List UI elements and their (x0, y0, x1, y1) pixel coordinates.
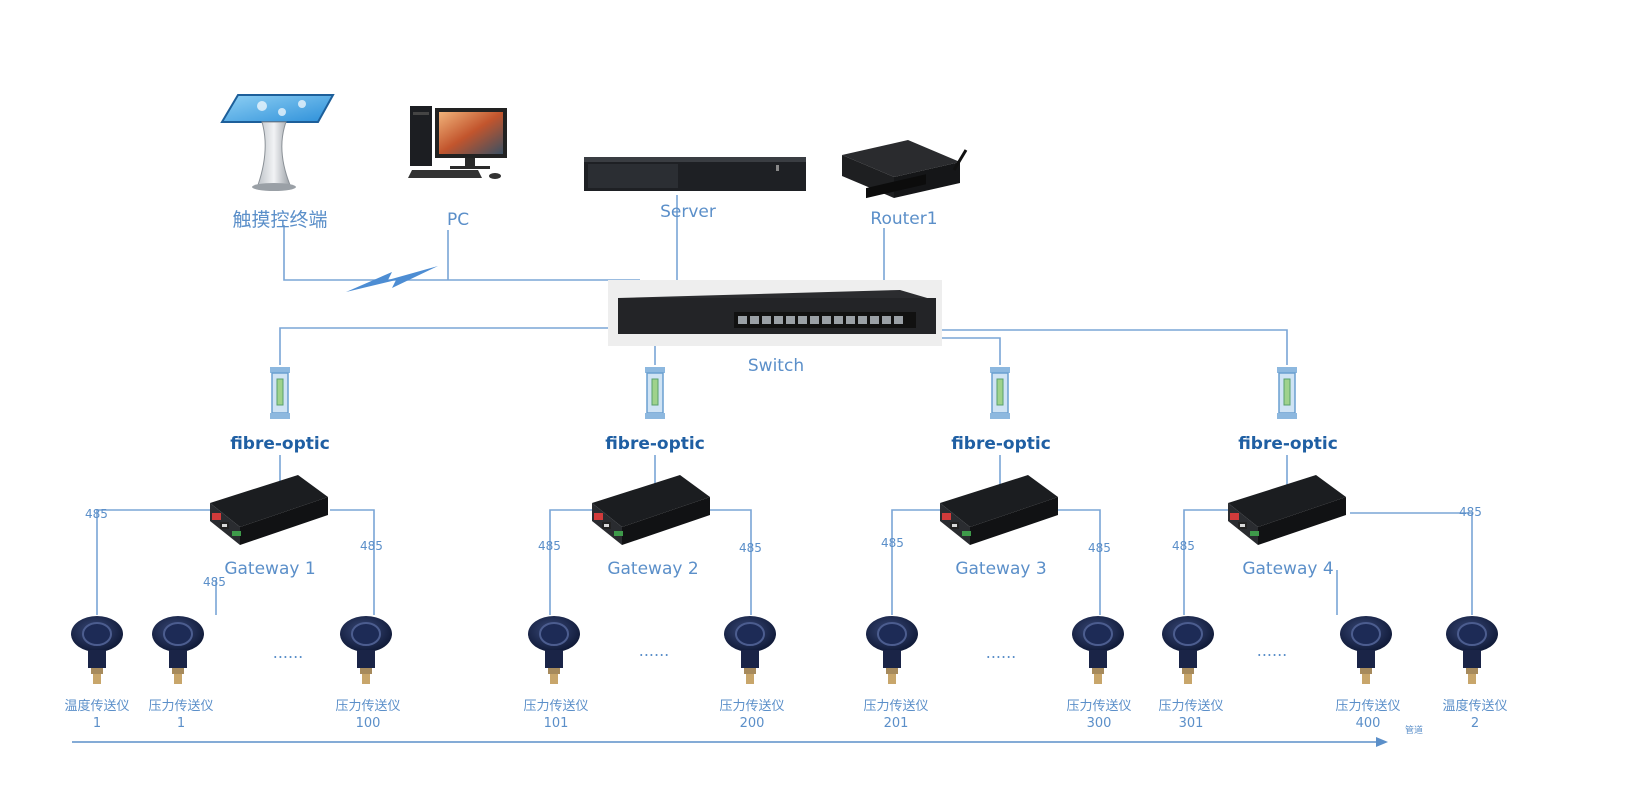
sensor-name: 温度传送仪 (1442, 698, 1507, 714)
temperature-transmitter-icon (1445, 615, 1499, 685)
fibre-optic-label: fibre-optic (605, 434, 705, 454)
sensor-name: 压力传送仪 (1335, 699, 1400, 714)
ellipsis: ...... (639, 641, 670, 660)
fibre-optic-label: fibre-optic (230, 434, 330, 454)
connection-lines (72, 195, 1473, 747)
sensor-number: 300 (1087, 716, 1112, 731)
pressure-transmitter-icon (1071, 615, 1125, 685)
pressure-transmitter-icon (723, 615, 777, 685)
sensor-number: 301 (1179, 716, 1204, 731)
sensor-number: 1 (177, 716, 185, 731)
switch-label: Switch (748, 356, 804, 376)
sensor-number: 100 (356, 716, 381, 731)
sensor-number: 101 (544, 716, 569, 731)
ellipsis: ...... (986, 643, 1017, 662)
gateway-icon (1228, 475, 1346, 545)
gateway-label: Gateway 2 (607, 559, 698, 579)
fibre-optic-icon (644, 366, 666, 420)
pc-label: PC (447, 210, 469, 230)
gateway-icon (592, 475, 710, 545)
gateway-label: Gateway 4 (1242, 559, 1333, 579)
protocol-label: 485 (203, 575, 226, 589)
pressure-transmitter-icon (151, 615, 205, 685)
router-label: Router1 (870, 209, 937, 229)
protocol-label: 485 (1172, 539, 1195, 553)
sensor-name: 压力传送仪 (148, 699, 213, 714)
fibre-optic-icon (989, 366, 1011, 420)
sensor-number: 400 (1356, 716, 1381, 731)
sensor-number: 1 (93, 716, 101, 731)
gateway-label: Gateway 3 (955, 559, 1046, 579)
protocol-label: 485 (85, 507, 108, 521)
sensor-name: 压力传送仪 (335, 699, 400, 714)
sensor-number: 201 (884, 716, 909, 731)
protocol-label: 485 (360, 539, 383, 553)
protocol-label: 485 (739, 541, 762, 555)
ellipsis: ...... (273, 643, 304, 662)
fibre-optic-icon (1276, 366, 1298, 420)
ellipsis: ...... (1257, 641, 1288, 660)
sensor-number: 200 (740, 716, 765, 731)
pressure-transmitter-icon (865, 615, 919, 685)
gateway-icon (210, 475, 328, 545)
pc-icon (408, 106, 507, 179)
touch-terminal-label: 触摸控终端 (232, 209, 327, 231)
switch-icon (608, 280, 942, 346)
fibre-optic-icon (269, 366, 291, 420)
router-icon (842, 140, 968, 199)
fibre-optic-label: fibre-optic (951, 434, 1051, 454)
temperature-transmitter-icon (70, 615, 124, 685)
server-label: Server (660, 202, 716, 222)
protocol-label: 485 (538, 539, 561, 553)
pressure-transmitter-icon (339, 615, 393, 685)
pressure-transmitter-icon (1161, 615, 1215, 685)
sensor-name: 压力传送仪 (1066, 699, 1131, 714)
protocol-label: 485 (1088, 541, 1111, 555)
sensor-name: 温度传送仪 (64, 698, 129, 714)
touch-terminal-icon (220, 94, 335, 191)
sensor-number: 2 (1471, 716, 1479, 731)
gateway-icon (940, 475, 1058, 545)
sensor-name: 压力传送仪 (719, 699, 784, 714)
server-icon (584, 157, 806, 191)
protocol-label: 485 (881, 536, 904, 550)
sensor-name: 压力传送仪 (523, 699, 588, 714)
fibre-optic-label: fibre-optic (1238, 434, 1338, 454)
sensor-name: 压力传送仪 (1158, 699, 1223, 714)
sensor-name: 压力传送仪 (863, 699, 928, 714)
gateway-label: Gateway 1 (224, 559, 315, 579)
pipeline-label: 管道 (1405, 724, 1423, 736)
pressure-transmitter-icon (527, 615, 581, 685)
protocol-label: 485 (1459, 505, 1482, 519)
pressure-transmitter-icon (1339, 615, 1393, 685)
